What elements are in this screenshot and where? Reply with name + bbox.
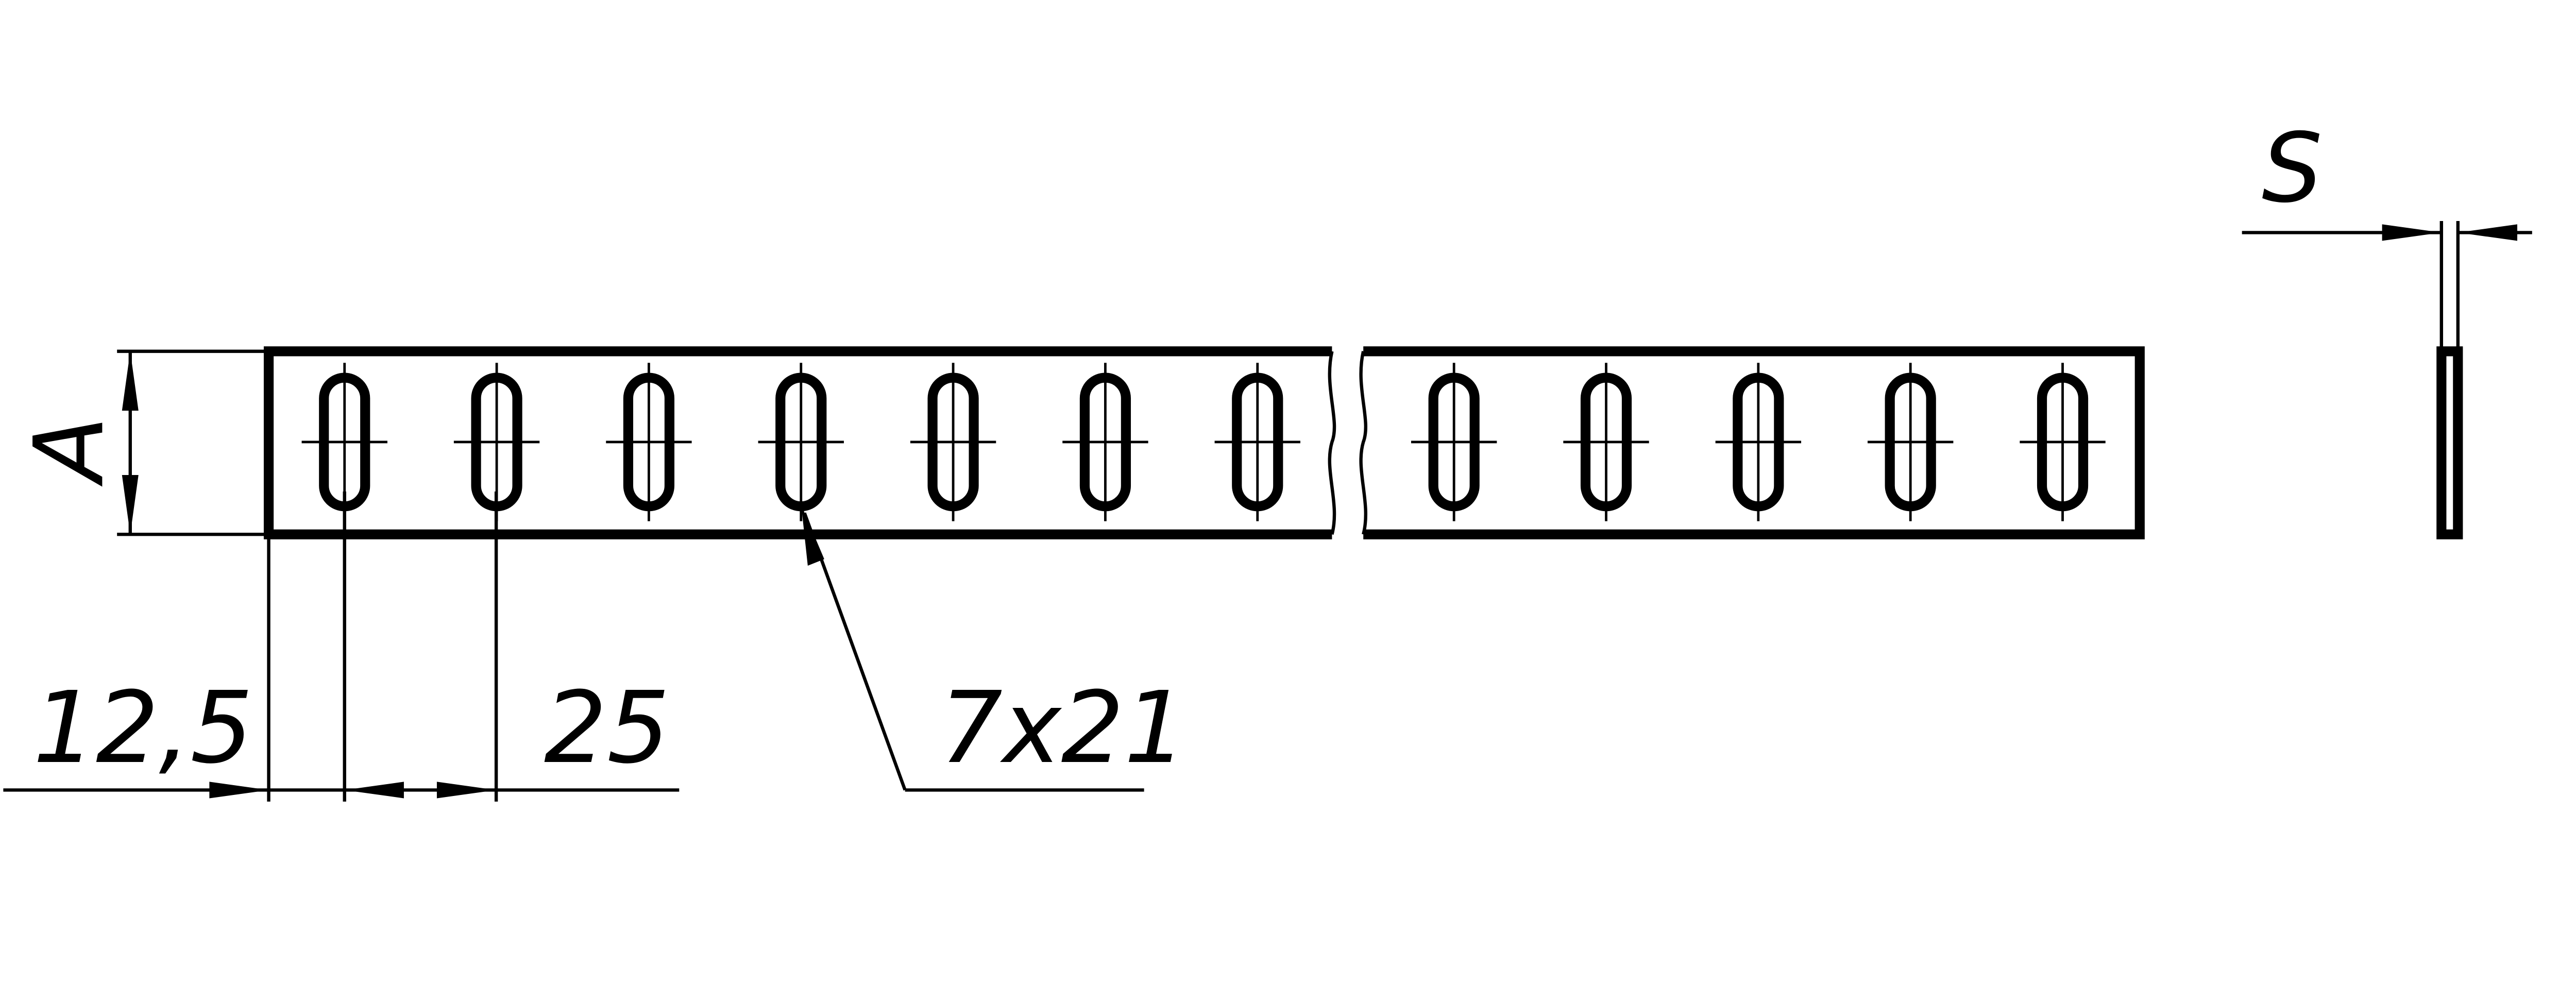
strip-side-profile (2436, 346, 2463, 539)
edge-offset-label: 12,5 (33, 671, 253, 786)
slot (1867, 363, 1954, 521)
height-label: A (13, 416, 125, 487)
thickness-arrow-right (2458, 224, 2518, 241)
thickness-arrow-left (2382, 224, 2442, 241)
thickness-label: S (2262, 113, 2323, 224)
slot (606, 363, 692, 521)
slot (758, 363, 844, 521)
slot (1563, 363, 1649, 521)
height-dimension: A (13, 349, 269, 536)
break-line-left (1328, 351, 1336, 535)
slot-size-label: 7x21 (940, 671, 1187, 786)
slot-group (301, 363, 2106, 521)
break-line-right (1359, 351, 1368, 535)
slot-size-callout: 7x21 (801, 504, 1187, 792)
strip-right-segment (1363, 346, 2145, 539)
slot-leader-arrow (801, 504, 824, 566)
slot (301, 363, 387, 521)
slot (1062, 363, 1148, 521)
slot (910, 363, 996, 521)
perforated-strip (263, 346, 2145, 539)
slot (2020, 363, 2106, 521)
pitch-label: 25 (544, 671, 670, 786)
side-view: S (2242, 113, 2532, 539)
pitch-dimensions: 12,5 25 (3, 492, 680, 802)
edge-offset-arrow-inner (344, 782, 404, 799)
height-arrow-top (122, 351, 139, 411)
strip-left-segment (263, 346, 1332, 539)
height-arrow-bottom (122, 474, 139, 535)
slot (1411, 363, 1497, 521)
slot (1214, 363, 1300, 521)
pitch-arrow-right (436, 782, 497, 799)
edge-offset-arrow (209, 782, 269, 799)
slot (1715, 363, 1802, 521)
